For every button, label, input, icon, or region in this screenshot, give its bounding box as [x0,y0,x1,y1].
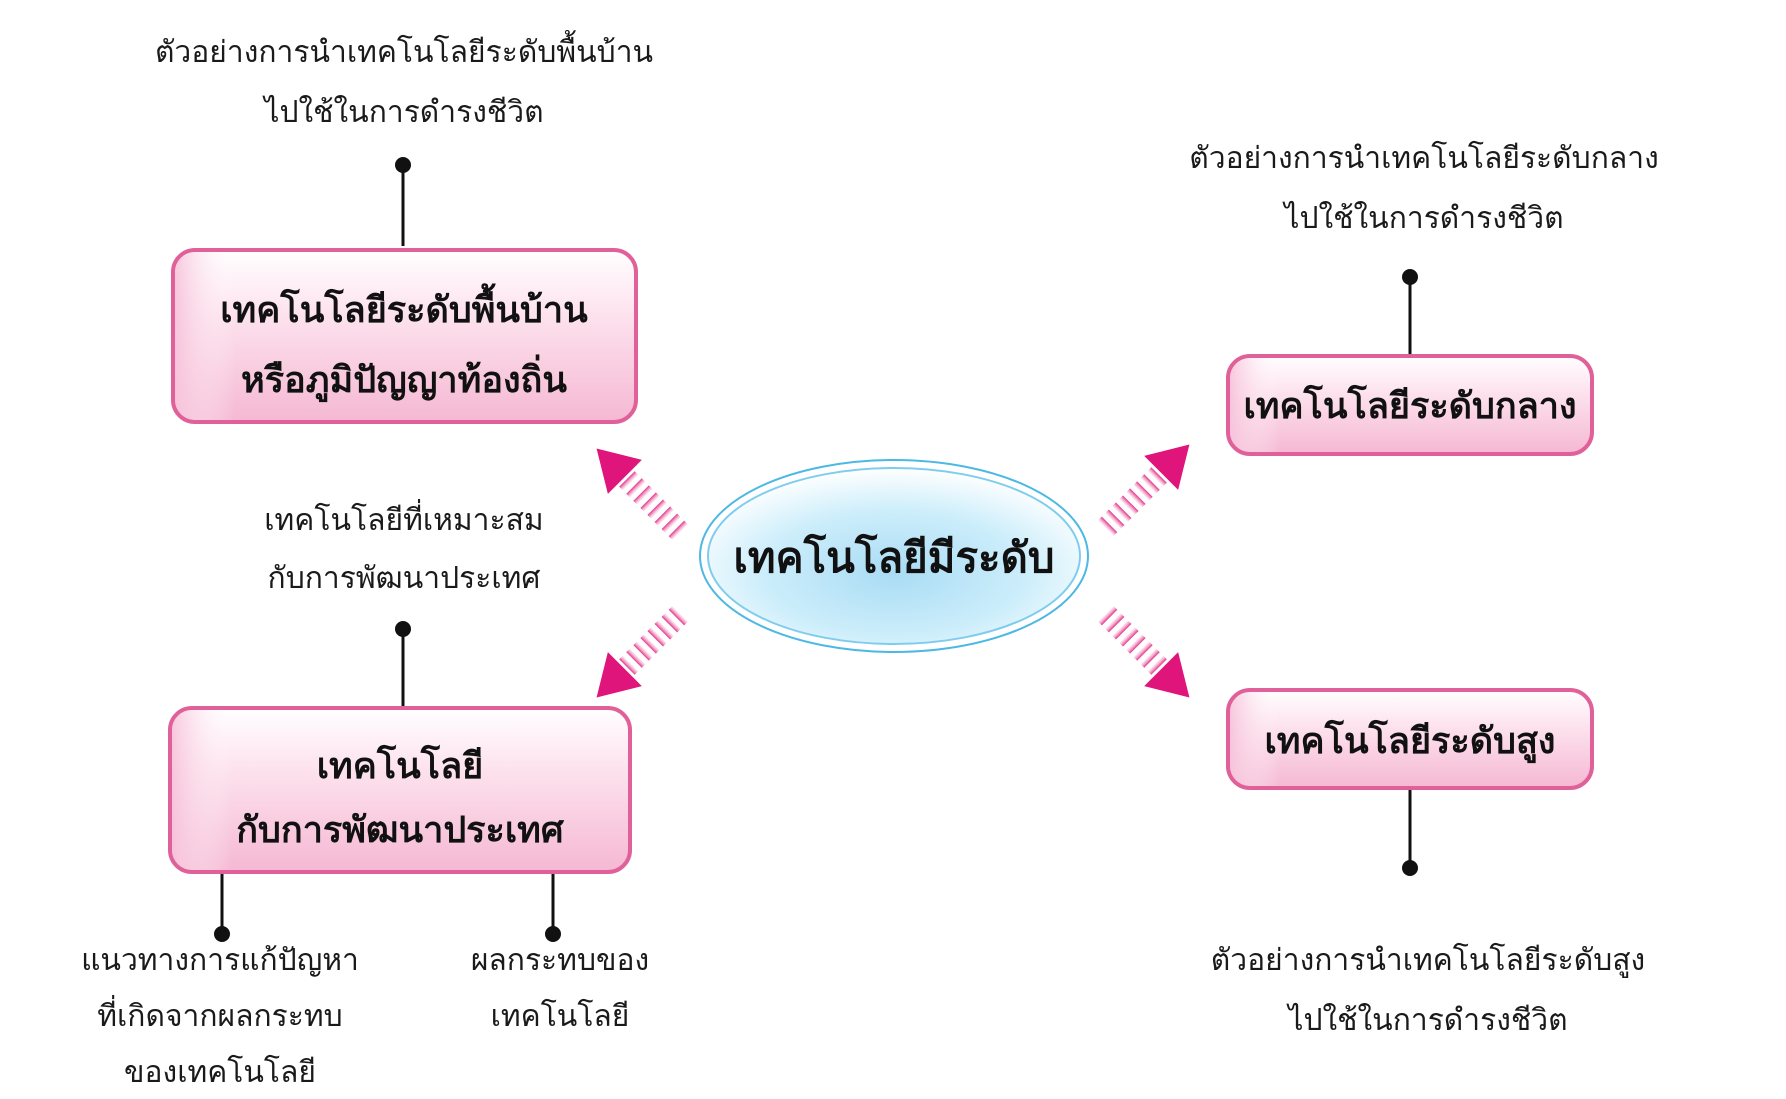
box-folk-line2: หรือภูมิปัญญาท้องถิ่น [241,354,567,403]
box-high-label: เทคโนโลยีระดับสูง [1264,719,1555,764]
connector-impacts [545,872,561,942]
note-intermediate-example: ตัวอย่างการนำเทคโนโลยีระดับกลาง ไปใช้ในก… [1189,140,1658,236]
note-solutions-line3: ของเทคโนโลยี [124,1054,316,1090]
connector-development-top [395,621,411,708]
connector-solutions [214,872,230,942]
box-development-line1: เทคโนโลยี [317,744,484,787]
note-high-example-line1: ตัวอย่างการนำเทคโนโลยีระดับสูง [1211,942,1645,978]
note-appropriate-line2: กับการพัฒนาประเทศ [268,561,541,596]
connector-folk [395,157,411,246]
note-appropriate: เทคโนโลยีที่เหมาะสม กับการพัฒนาประเทศ [264,499,543,596]
arrow-to-folk [596,448,688,540]
note-impacts: ผลกระทบของ เทคโนโลยี [471,943,649,1034]
arrow-to-high [1098,606,1190,698]
box-folk-line1: เทคโนโลยีระดับพื้นบ้าน [220,283,588,331]
note-folk-example-line1: ตัวอย่างการนำเทคโนโลยีระดับพื้นบ้าน [155,30,653,70]
note-solutions-line1: แนวทางการแก้ปัญหา [81,943,359,978]
note-impacts-line2: เทคโนโลยี [491,998,630,1034]
note-impacts-line1: ผลกระทบของ [471,943,649,978]
note-intermediate-example-line1: ตัวอย่างการนำเทคโนโลยีระดับกลาง [1189,140,1658,176]
note-appropriate-line1: เทคโนโลยีที่เหมาะสม [264,499,543,538]
note-high-example-line2: ไปใช้ในการดำรงชีวิต [1286,1002,1567,1038]
arrow-to-development [596,606,688,698]
box-intermediate-label: เทคโนโลยีระดับกลาง [1243,384,1576,427]
arrow-to-intermediate [1098,444,1190,536]
note-folk-example: ตัวอย่างการนำเทคโนโลยีระดับพื้นบ้าน ไปใช… [155,30,653,130]
note-high-example: ตัวอย่างการนำเทคโนโลยีระดับสูง ไปใช้ในกา… [1211,942,1645,1038]
center-node: เทคโนโลยีมีระดับ [699,459,1089,653]
note-folk-example-line2: ไปใช้ในการดำรงชีวิต [262,94,543,130]
box-development-line2: กับการพัฒนาประเทศ [236,810,565,851]
note-intermediate-example-line2: ไปใช้ในการดำรงชีวิต [1282,200,1563,236]
box-intermediate-technology: เทคโนโลยีระดับกลาง [1226,354,1594,456]
connector-intermediate [1402,269,1418,355]
center-label: เทคโนโลยีมีระดับ [733,533,1054,582]
connector-high [1402,788,1418,876]
box-folk-technology: เทคโนโลยีระดับพื้นบ้าน หรือภูมิปัญญาท้อง… [171,248,638,424]
box-high-technology: เทคโนโลยีระดับสูง [1226,688,1594,790]
box-development: เทคโนโลยี กับการพัฒนาประเทศ [168,706,632,874]
note-solutions-line2: ที่เกิดจากผลกระทบ [97,995,342,1034]
note-solutions: แนวทางการแก้ปัญหา ที่เกิดจากผลกระทบ ของเ… [81,943,359,1090]
